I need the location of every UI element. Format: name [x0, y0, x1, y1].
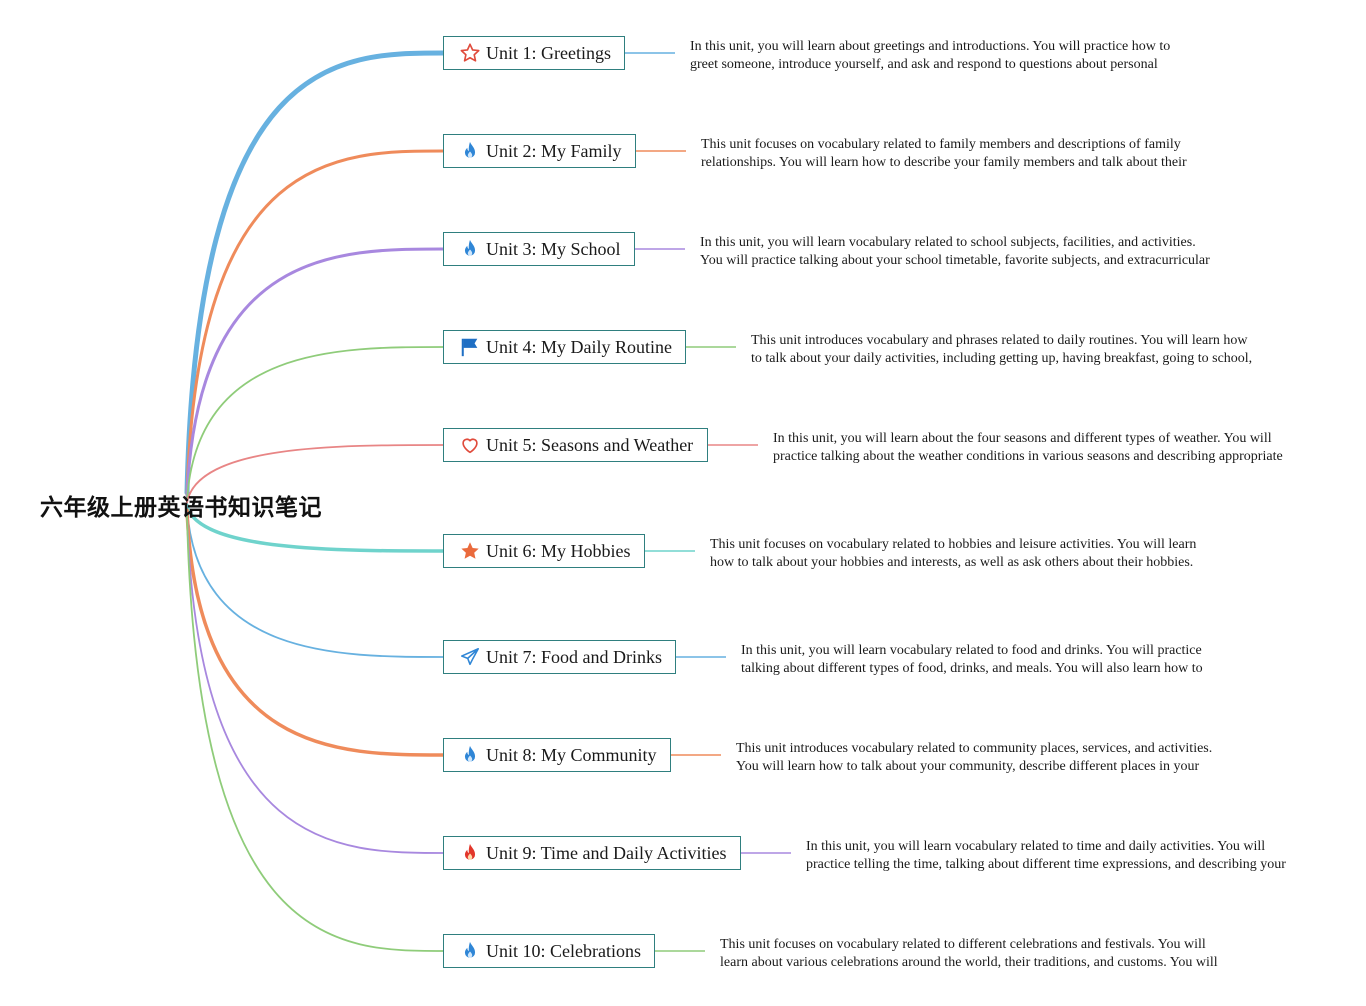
- topic-label: Unit 6: My Hobbies: [486, 540, 631, 561]
- connector-u3: [185, 247, 445, 500]
- topic-note-u5: In this unit, you will learn about the f…: [773, 431, 1283, 464]
- topic-label: Unit 1: Greetings: [486, 42, 611, 63]
- connector-u10: [186, 514, 444, 952]
- star-filled-icon: [459, 540, 481, 562]
- paper-plane-icon: [459, 646, 481, 668]
- topic-note-u9: In this unit, you will learn vocabulary …: [806, 839, 1286, 872]
- topic-node-u6[interactable]: Unit 6: My Hobbies: [443, 534, 645, 568]
- topic-node-u7[interactable]: Unit 7: Food and Drinks: [443, 640, 676, 674]
- connector-u7: [186, 506, 444, 658]
- topic-note-u7: In this unit, you will learn vocabulary …: [741, 643, 1203, 676]
- connector-u2: [185, 149, 445, 497]
- flame-icon: [459, 238, 481, 260]
- topic-node-u2[interactable]: Unit 2: My Family: [443, 134, 636, 168]
- topic-note-u4: This unit introduces vocabulary and phra…: [751, 333, 1253, 366]
- root-topic[interactable]: 六年级上册英语书知识笔记: [40, 495, 322, 521]
- topic-node-u3[interactable]: Unit 3: My School: [443, 232, 635, 266]
- flame-icon: [459, 140, 481, 162]
- topic-label: Unit 10: Celebrations: [486, 940, 641, 961]
- topic-label: Unit 5: Seasons and Weather: [486, 434, 694, 455]
- star-outline-icon: [459, 42, 481, 64]
- connector-u1: [184, 50, 446, 496]
- topic-node-u5[interactable]: Unit 5: Seasons and Weather: [443, 428, 708, 462]
- flame-icon: [459, 744, 481, 766]
- topic-note-u2: This unit focuses on vocabulary related …: [701, 137, 1187, 170]
- topic-note-u10: This unit focuses on vocabulary related …: [720, 937, 1218, 970]
- red-flame-icon: [459, 842, 481, 864]
- topic-label: Unit 8: My Community: [486, 744, 657, 765]
- topic-note-u3: In this unit, you will learn vocabulary …: [700, 235, 1210, 268]
- flame-icon: [459, 940, 481, 962]
- connector-u9: [186, 511, 444, 854]
- topic-note-u8: This unit introduces vocabulary related …: [736, 741, 1213, 774]
- topic-node-u8[interactable]: Unit 8: My Community: [443, 738, 671, 772]
- connector-u4: [186, 346, 444, 502]
- connector-u8: [185, 508, 445, 757]
- flag-icon: [459, 336, 481, 358]
- topic-node-u4[interactable]: Unit 4: My Daily Routine: [443, 330, 686, 364]
- topic-node-u9[interactable]: Unit 9: Time and Daily Activities: [443, 836, 741, 870]
- topic-note-u1: In this unit, you will learn about greet…: [690, 39, 1171, 72]
- topic-node-u1[interactable]: Unit 1: Greetings: [443, 36, 625, 70]
- heart-outline-icon: [459, 434, 481, 456]
- topic-label: Unit 9: Time and Daily Activities: [486, 842, 727, 863]
- topic-label: Unit 2: My Family: [486, 140, 622, 161]
- topic-label: Unit 4: My Daily Routine: [486, 336, 672, 357]
- topic-note-u6: This unit focuses on vocabulary related …: [710, 537, 1197, 570]
- topic-label: Unit 3: My School: [486, 238, 621, 259]
- topic-label: Unit 7: Food and Drinks: [486, 646, 663, 667]
- topic-node-u10[interactable]: Unit 10: Celebrations: [443, 934, 655, 968]
